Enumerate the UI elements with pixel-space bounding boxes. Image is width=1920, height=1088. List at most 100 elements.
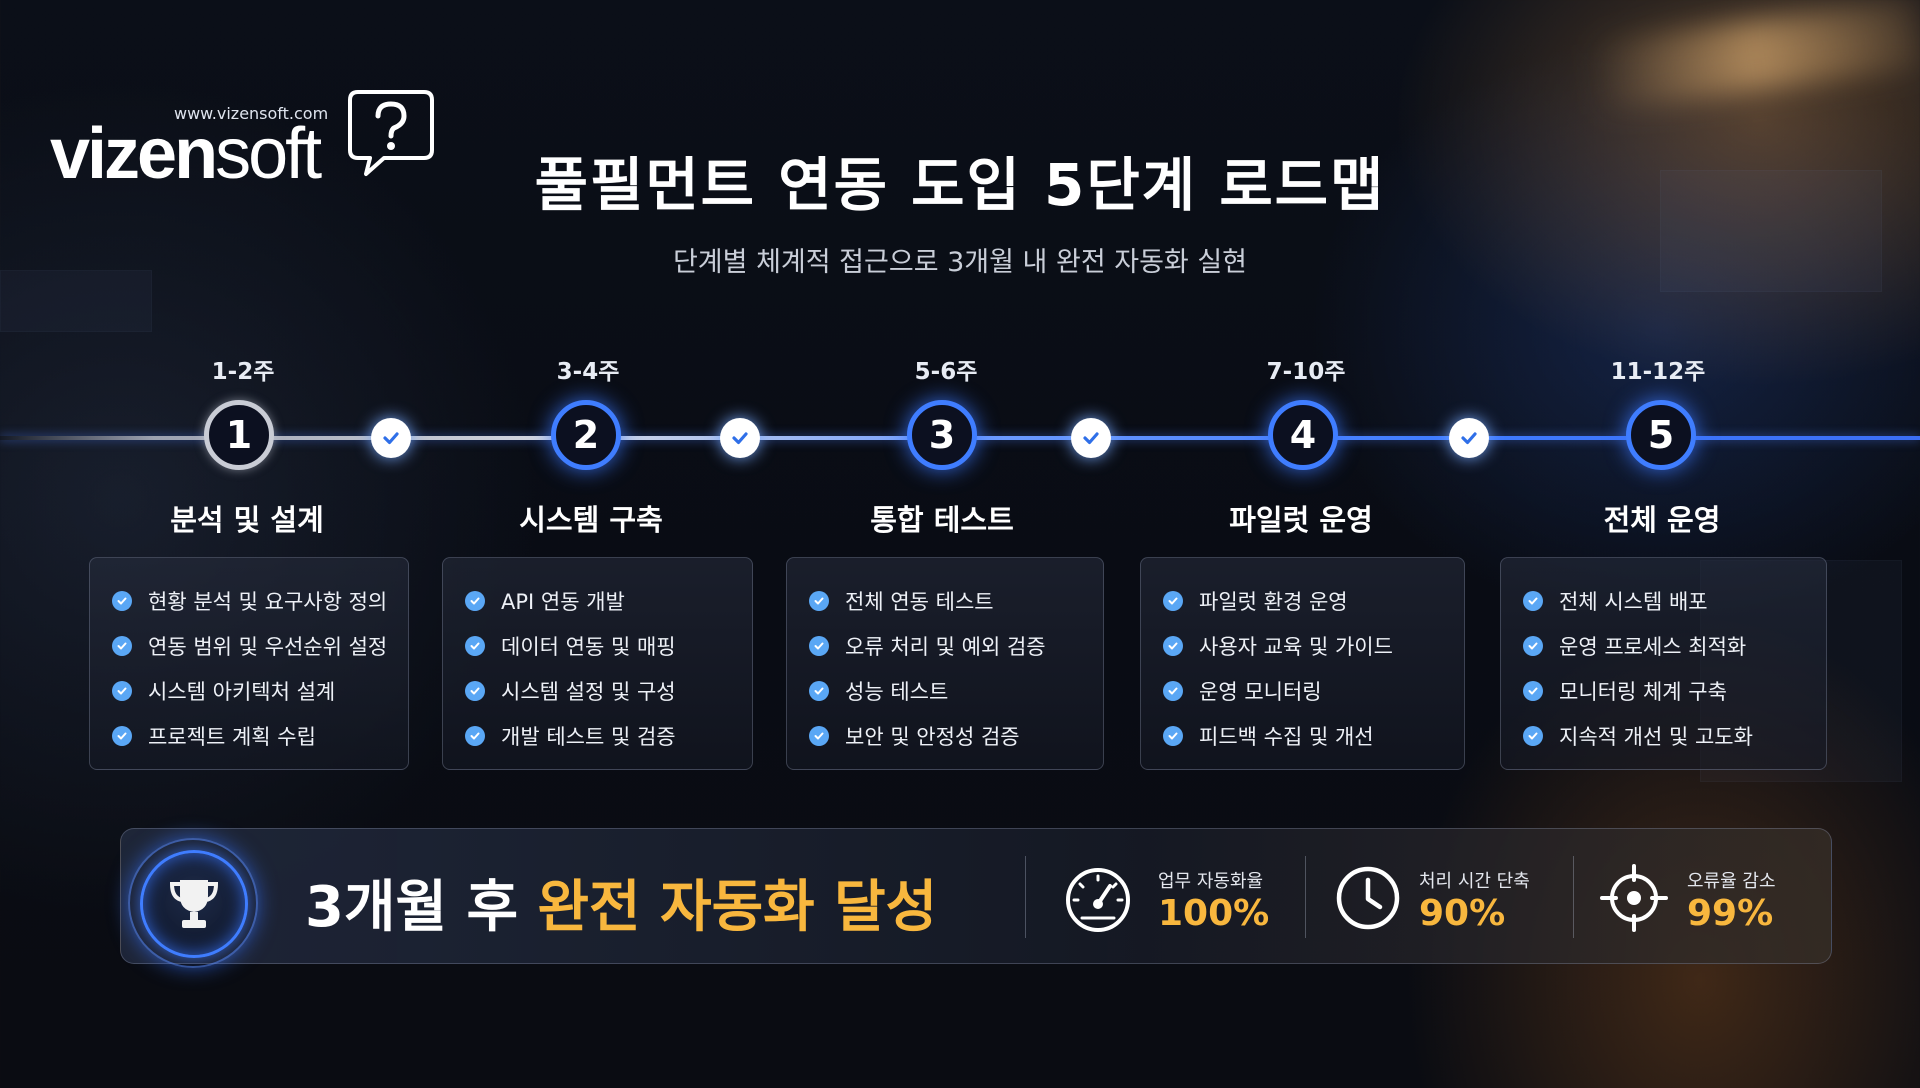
check-icon [371,418,411,458]
question-bubble-icon [348,90,434,176]
check-circle-icon [112,680,132,701]
page-title: 풀필먼트 연동 도입 5단계 로드맵 [534,151,1386,219]
check-circle-icon [112,590,132,611]
card-item-text: 개발 테스트 및 검증 [501,724,676,749]
step-number-badge: 1 [204,400,274,470]
divider [1305,856,1306,938]
achievement-banner [120,828,1832,964]
step-title: 통합 테스트 [870,503,1014,537]
card-list-item: 데이터 연동 및 매핑 [465,623,752,668]
check-circle-icon [465,680,485,701]
check-circle-icon [1163,635,1183,656]
brand-name: vizensoft [50,118,322,190]
step-week-label: 3-4주 [556,359,620,385]
card-list-item: 사용자 교육 및 가이드 [1163,623,1464,668]
card-list-item: 피드백 수집 및 개선 [1163,713,1464,758]
trophy-icon [140,850,248,958]
step-number-badge: 2 [551,400,621,470]
check-circle-icon [112,725,132,746]
card-item-text: 모니터링 체계 구축 [1559,679,1727,704]
step-title: 분석 및 설계 [170,503,324,537]
step-number-badge: 3 [907,400,977,470]
page-subtitle: 단계별 체계적 접근으로 3개월 내 완전 자동화 실현 [672,247,1248,278]
check-icon [720,418,760,458]
background-panel [0,270,152,332]
card-list-item: 개발 테스트 및 검증 [465,713,752,758]
goal-highlight: 완전 자동화 달성 [537,875,938,940]
brand-name-light: soft [215,114,322,194]
check-circle-icon [465,725,485,746]
check-circle-icon [112,635,132,656]
goal-prefix: 3개월 후 [305,875,538,940]
step-card: 파일럿 환경 운영 사용자 교육 및 가이드 운영 모니터링 피드백 수집 및 … [1140,557,1465,770]
brand-name-bold: vizen [50,114,218,194]
background-panel [1660,170,1882,292]
check-circle-icon [1163,590,1183,611]
card-item-text: 운영 모니터링 [1199,679,1322,704]
card-list-item: 파일럿 환경 운영 [1163,578,1464,623]
stat-value: 99% [1687,893,1774,934]
step-title: 파일럿 운영 [1229,503,1373,537]
card-list-item: 시스템 설정 및 구성 [465,668,752,713]
card-item-text: 전체 시스템 배포 [1559,589,1708,614]
card-item-text: 성능 테스트 [845,679,949,704]
divider [1573,856,1574,938]
step-number-badge: 4 [1268,400,1338,470]
step-title: 전체 운영 [1603,503,1721,537]
card-item-text: 운영 프로세스 최적화 [1559,634,1747,659]
step-week-label: 1-2주 [211,359,275,385]
card-list-item: 오류 처리 및 예외 검증 [809,623,1103,668]
clock-icon [1336,866,1400,930]
card-item-text: 전체 연동 테스트 [845,589,994,614]
check-icon [1071,418,1111,458]
check-circle-icon [1163,680,1183,701]
card-item-text: 파일럿 환경 운영 [1199,589,1348,614]
check-circle-icon [1163,725,1183,746]
check-circle-icon [1523,725,1543,746]
check-circle-icon [1523,680,1543,701]
step-number-badge: 5 [1626,400,1696,470]
step-title: 시스템 구축 [519,503,663,537]
background-light-streak [1586,0,1920,113]
card-list-item: 운영 프로세스 최적화 [1523,623,1826,668]
card-item-text: 보안 및 안정성 검증 [845,724,1020,749]
stat-label: 오류율 감소 [1687,871,1776,892]
goal-headline: 3개월 후 완전 자동화 달성 [305,862,937,943]
check-circle-icon [465,590,485,611]
card-list-item: 지속적 개선 및 고도화 [1523,713,1826,758]
card-list-item: 보안 및 안정성 검증 [809,713,1103,758]
card-item-text: 시스템 아키텍처 설계 [148,679,336,704]
card-list-item: 연동 범위 및 우선순위 설정 [112,623,408,668]
step-week-label: 7-10주 [1266,359,1346,385]
card-item-text: API 연동 개발 [501,589,625,614]
step-card: 전체 연동 테스트 오류 처리 및 예외 검증 성능 테스트 보안 및 안정성 … [786,557,1104,770]
check-circle-icon [809,590,829,611]
check-icon [1449,418,1489,458]
speedometer-icon [1066,868,1130,932]
check-circle-icon [465,635,485,656]
card-item-text: 현황 분석 및 요구사항 정의 [148,589,388,614]
card-list-item: 프로젝트 계획 수립 [112,713,408,758]
check-circle-icon [1523,590,1543,611]
check-circle-icon [1523,635,1543,656]
card-item-text: 프로젝트 계획 수립 [148,724,316,749]
divider [1025,856,1026,938]
card-list-item: 현황 분석 및 요구사항 정의 [112,578,408,623]
step-card: API 연동 개발 데이터 연동 및 매핑 시스템 설정 및 구성 개발 테스트… [442,557,753,770]
check-circle-icon [809,635,829,656]
stat-value: 100% [1158,893,1270,934]
step-card: 현황 분석 및 요구사항 정의 연동 범위 및 우선순위 설정 시스템 아키텍처… [89,557,409,770]
card-list-item: 운영 모니터링 [1163,668,1464,713]
card-item-text: 지속적 개선 및 고도화 [1559,724,1753,749]
trophy-ring [128,838,258,968]
step-week-label: 11-12주 [1610,359,1706,385]
card-item-text: 오류 처리 및 예외 검증 [845,634,1046,659]
card-list-item: 전체 연동 테스트 [809,578,1103,623]
step-card: 전체 시스템 배포 운영 프로세스 최적화 모니터링 체계 구축 지속적 개선 … [1500,557,1827,770]
card-item-text: 시스템 설정 및 구성 [501,679,676,704]
check-circle-icon [809,725,829,746]
card-list-item: 시스템 아키텍처 설계 [112,668,408,713]
stat-label: 처리 시간 단축 [1419,871,1530,892]
card-item-text: 사용자 교육 및 가이드 [1199,634,1393,659]
card-item-text: 연동 범위 및 우선순위 설정 [148,634,388,659]
